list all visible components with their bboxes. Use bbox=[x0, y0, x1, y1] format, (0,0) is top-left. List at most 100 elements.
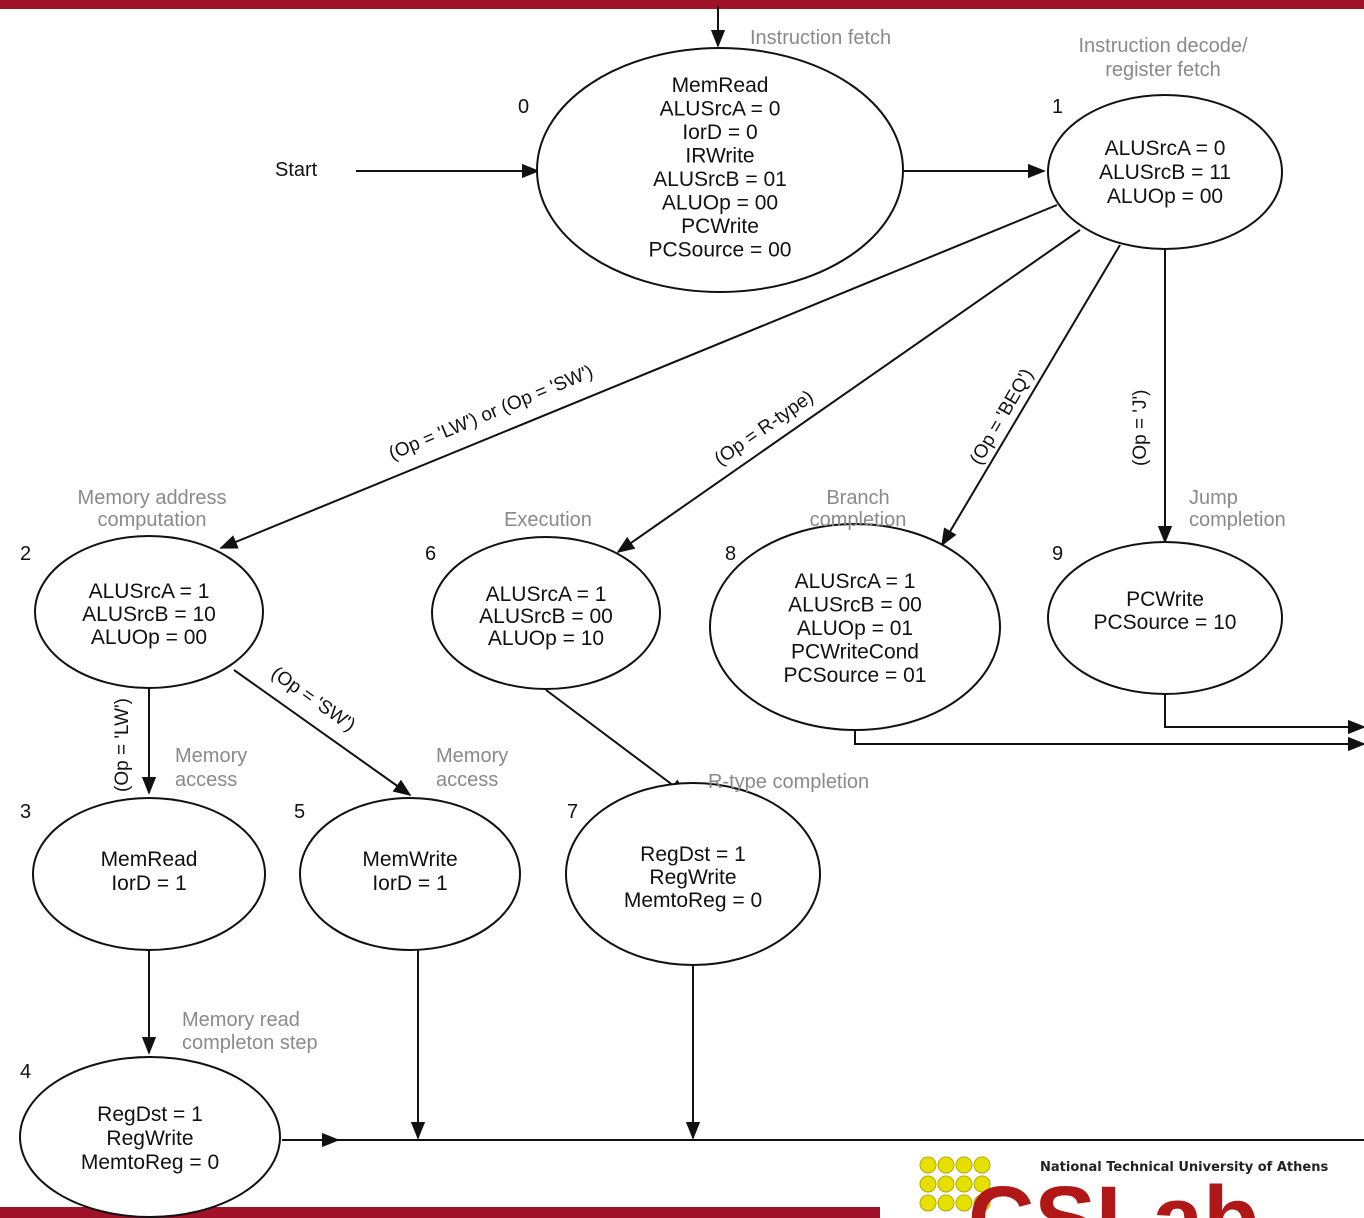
phase-mem-addr-2: computation bbox=[98, 509, 207, 531]
state-0-line-2: IorD = 0 bbox=[682, 121, 757, 144]
top-frame-bar bbox=[0, 0, 1364, 9]
state-3-ellipse bbox=[32, 797, 266, 951]
state-7-line-0: RegDst = 1 bbox=[640, 843, 746, 866]
return-line-9 bbox=[1164, 695, 1364, 735]
state-4-line-1: RegWrite bbox=[106, 1127, 193, 1150]
logo-dot bbox=[919, 1194, 937, 1212]
state-4-line-0: RegDst = 1 bbox=[97, 1103, 203, 1126]
bottom-frame-bar bbox=[0, 1207, 880, 1218]
phase-execution: Execution bbox=[504, 509, 592, 531]
phase-mem-access-2b: access bbox=[436, 769, 498, 791]
edge-1-to-8 bbox=[941, 244, 1121, 547]
phase-jump-2: completion bbox=[1189, 509, 1286, 531]
phase-rtype: R-type completion bbox=[708, 771, 869, 793]
phase-jump-1: Jump bbox=[1189, 487, 1238, 509]
state-6-ellipse bbox=[431, 536, 661, 690]
state-5-ellipse bbox=[299, 797, 521, 951]
state-6-line-2: ALUOp = 10 bbox=[488, 627, 604, 650]
phase-fetch: Instruction fetch bbox=[750, 27, 891, 49]
phase-mem-read-1: Memory read bbox=[182, 1009, 300, 1031]
state-0-line-1: ALUSrcA = 0 bbox=[660, 98, 781, 121]
phase-mem-access-1a: Memory bbox=[175, 745, 247, 767]
state-0-line-0: MemRead bbox=[672, 74, 769, 97]
cond-jump: (Op = 'J') bbox=[1130, 390, 1151, 466]
phase-mem-read-2: completon step bbox=[182, 1032, 318, 1054]
state-8-line-4: PCSource = 01 bbox=[783, 664, 926, 687]
logo-dot bbox=[973, 1156, 991, 1174]
state-number-6: 6 bbox=[425, 543, 436, 565]
state-2-ellipse bbox=[34, 535, 264, 689]
state-7-ellipse bbox=[565, 782, 821, 966]
state-number-4: 4 bbox=[20, 1061, 31, 1083]
return-line-8 bbox=[854, 730, 1364, 752]
state-9-line-0: PCWrite bbox=[1126, 588, 1204, 611]
state-1-line-1: ALUSrcB = 11 bbox=[1099, 161, 1231, 184]
state-0-line-3: IRWrite bbox=[685, 145, 754, 168]
start-label: Start bbox=[275, 159, 318, 181]
logo-dot bbox=[973, 1194, 991, 1212]
state-4-line-2: MemtoReg = 0 bbox=[81, 1151, 219, 1174]
phase-mem-access-1b: access bbox=[175, 769, 237, 791]
state-number-3: 3 bbox=[20, 801, 31, 823]
state-8-line-2: ALUOp = 01 bbox=[797, 617, 913, 640]
cond-beq: (Op = 'BEQ') bbox=[966, 365, 1038, 468]
state-number-2: 2 bbox=[20, 543, 31, 565]
state-7-line-2: MemtoReg = 0 bbox=[624, 889, 762, 912]
edge-1-to-6 bbox=[616, 229, 1081, 554]
state-8-ellipse bbox=[709, 523, 1001, 731]
phase-labels: Instruction fetch Instruction decode/ re… bbox=[78, 27, 1286, 1054]
state-number-7: 7 bbox=[567, 801, 578, 823]
logo-subtitle: National Technical University of Athens bbox=[1040, 1160, 1328, 1175]
logo-dot bbox=[919, 1156, 937, 1174]
logo-dot bbox=[937, 1175, 955, 1193]
logo-dot bbox=[955, 1175, 973, 1193]
phase-decode-1: Instruction decode/ bbox=[1079, 35, 1248, 57]
state-5-line-0: MemWrite bbox=[362, 848, 457, 871]
state-9-ellipse bbox=[1047, 541, 1283, 695]
state-8-line-1: ALUSrcB = 00 bbox=[788, 594, 922, 617]
state-number-9: 9 bbox=[1052, 543, 1063, 565]
state-2-line-0: ALUSrcA = 1 bbox=[89, 580, 210, 603]
cond-lw-sw: (Op = 'LW') or (Op = 'SW') bbox=[386, 361, 596, 464]
state-number-5: 5 bbox=[294, 801, 305, 823]
state-0-line-6: PCWrite bbox=[681, 215, 759, 238]
cond-rtype: (Op = R-type) bbox=[711, 387, 818, 471]
logo-dot bbox=[955, 1156, 973, 1174]
state-3-line-0: MemRead bbox=[101, 848, 198, 871]
state-2-line-2: ALUOp = 00 bbox=[91, 626, 207, 649]
edge-6-to-7 bbox=[545, 689, 688, 797]
state-0-ellipse bbox=[536, 47, 904, 293]
transitions bbox=[141, 6, 1364, 1148]
state-0-line-5: ALUOp = 00 bbox=[662, 192, 778, 215]
phase-branch-1: Branch bbox=[826, 487, 889, 509]
phase-decode-2: register fetch bbox=[1105, 59, 1221, 81]
state-7-line-1: RegWrite bbox=[649, 866, 736, 889]
state-0-line-4: ALUSrcB = 01 bbox=[653, 168, 787, 191]
state-6-line-0: ALUSrcA = 1 bbox=[486, 583, 607, 606]
logo-dot bbox=[955, 1194, 973, 1212]
logo-name: CSLab bbox=[968, 1168, 1259, 1218]
logo-dots bbox=[919, 1156, 991, 1212]
state-9-line-1: PCSource = 10 bbox=[1093, 611, 1236, 634]
state-numbers: 0 1 2 6 8 9 3 5 7 4 bbox=[20, 96, 1063, 1083]
state-2-line-1: ALUSrcB = 10 bbox=[82, 603, 216, 626]
state-number-1: 1 bbox=[1052, 96, 1063, 118]
state-1-line-0: ALUSrcA = 0 bbox=[1105, 137, 1226, 160]
state-0-line-7: PCSource = 00 bbox=[648, 239, 791, 262]
state-8-line-3: PCWriteCond bbox=[791, 641, 919, 664]
logo-dot bbox=[919, 1175, 937, 1193]
logo-dot bbox=[937, 1194, 955, 1212]
state-number-0: 0 bbox=[518, 96, 529, 118]
phase-branch-2: completion bbox=[810, 509, 907, 531]
edge-1-to-2 bbox=[219, 204, 1058, 549]
logo-dot bbox=[937, 1156, 955, 1174]
phase-mem-addr-1: Memory address bbox=[78, 487, 227, 509]
logo-dot bbox=[973, 1175, 991, 1193]
state-1-line-2: ALUOp = 00 bbox=[1107, 185, 1223, 208]
states bbox=[19, 47, 1283, 1218]
state-6-line-1: ALUSrcB = 00 bbox=[479, 605, 613, 628]
state-5-line-1: IorD = 1 bbox=[372, 872, 447, 895]
cond-lw: (Op = 'LW') bbox=[112, 698, 133, 792]
